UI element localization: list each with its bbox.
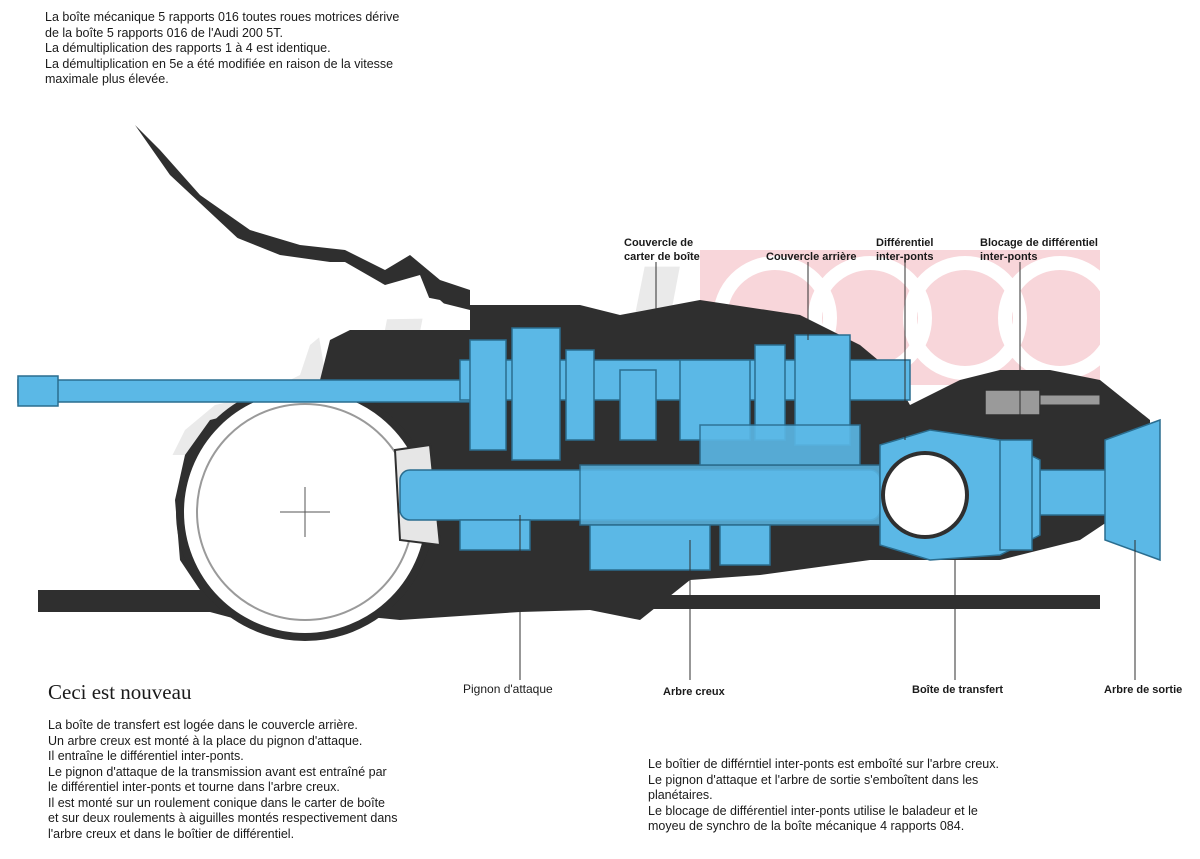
label-arbre-creux: Arbre creux — [663, 686, 725, 698]
gear-4 — [619, 369, 657, 441]
gear-3 — [565, 349, 595, 441]
label-couvercle-carter: Couvercle de carter de boîte — [624, 236, 700, 264]
label-couvercle-arriere: Couvercle arrière — [766, 251, 857, 263]
lower-gear — [719, 524, 771, 566]
label-blocage-differentiel: Blocage de différentiel inter-ponts — [980, 236, 1098, 264]
intro-line: La démultiplication des rapports 1 à 4 e… — [45, 41, 331, 55]
label-arbre-sortie: Arbre de sortie — [1104, 684, 1183, 696]
label-line: Différentiel — [876, 237, 934, 249]
paragraph-line: et sur deux roulements à aiguilles monté… — [48, 811, 398, 825]
intro-line: de la boîte 5 rapports 016 de l'Audi 200… — [45, 25, 283, 40]
gear-1 — [469, 339, 507, 451]
paragraph-line: Un arbre creux est monté à la place du p… — [48, 733, 363, 748]
paragraph-line: Le boîtier de différntiel inter-ponts es… — [648, 757, 999, 771]
paragraph-line: Il entraîne le différentiel inter-ponts. — [48, 749, 244, 763]
intro-line: La démultiplication en 5e a été modifiée… — [45, 56, 394, 71]
paragraph-line: moyeu de synchro de la boîte mécanique 4… — [648, 819, 965, 833]
shift-rod — [1039, 394, 1101, 406]
label-differentiel-inter-ponts: Différentiel inter-ponts — [876, 236, 933, 264]
label-boite-transfert: Boîte de transfert — [912, 684, 1004, 696]
hollow-shaft — [579, 464, 881, 526]
label-line: inter-ponts — [980, 251, 1038, 263]
input-shaft-spline — [17, 375, 59, 407]
section-heading: Ceci est nouveau — [48, 680, 192, 704]
paragraph-line: Le blocage de différentiel inter-ponts u… — [648, 803, 978, 818]
left-paragraph: La boîte de transfert est logée dans le … — [48, 718, 398, 842]
intro-line: maximale plus élevée. — [45, 72, 169, 86]
paragraph-line: Il est monté sur un roulement conique da… — [48, 795, 385, 810]
intro-paragraph: La boîte mécanique 5 rapports 016 toutes… — [45, 10, 445, 88]
gear-6 — [754, 344, 786, 441]
ring-gear-assembly — [176, 383, 442, 641]
label-line: Couvercle de — [624, 237, 694, 249]
label-line: carter de boîte — [624, 251, 700, 263]
input-shaft — [17, 379, 479, 403]
lower-gear-front — [459, 519, 531, 551]
right-paragraph: Le boîtier de différntiel inter-ponts es… — [648, 757, 999, 835]
center-differential — [881, 451, 969, 539]
differential-lock-fork — [984, 389, 1041, 416]
leader-lines — [519, 262, 1136, 680]
paragraph-line: le différentiel inter-ponts et tourne da… — [48, 780, 340, 794]
paragraph-line: planétaires. — [648, 788, 713, 802]
intro-line: La boîte mécanique 5 rapports 016 toutes… — [45, 10, 400, 24]
gear-2 — [511, 327, 561, 461]
lower-gear-cluster — [589, 524, 711, 571]
label-line: inter-ponts — [876, 251, 934, 263]
synchro-hub — [699, 424, 861, 466]
paragraph-line: l'arbre creux et dans le boîtier de diff… — [48, 826, 295, 841]
output-flange — [1104, 418, 1161, 562]
differential-lock-collar — [999, 439, 1033, 551]
paragraph-line: La boîte de transfert est logée dans le … — [48, 718, 358, 732]
paragraph-line: Le pignon d'attaque de la transmission a… — [48, 764, 387, 779]
housing-lower-rail — [200, 595, 1100, 609]
paragraph-line: Le pignon d'attaque et l'arbre de sortie… — [648, 772, 979, 787]
housing-inner-cavity — [45, 138, 460, 580]
label-line: Blocage de différentiel — [980, 237, 1098, 249]
label-pignon-attaque: Pignon d'attaque — [463, 682, 553, 696]
